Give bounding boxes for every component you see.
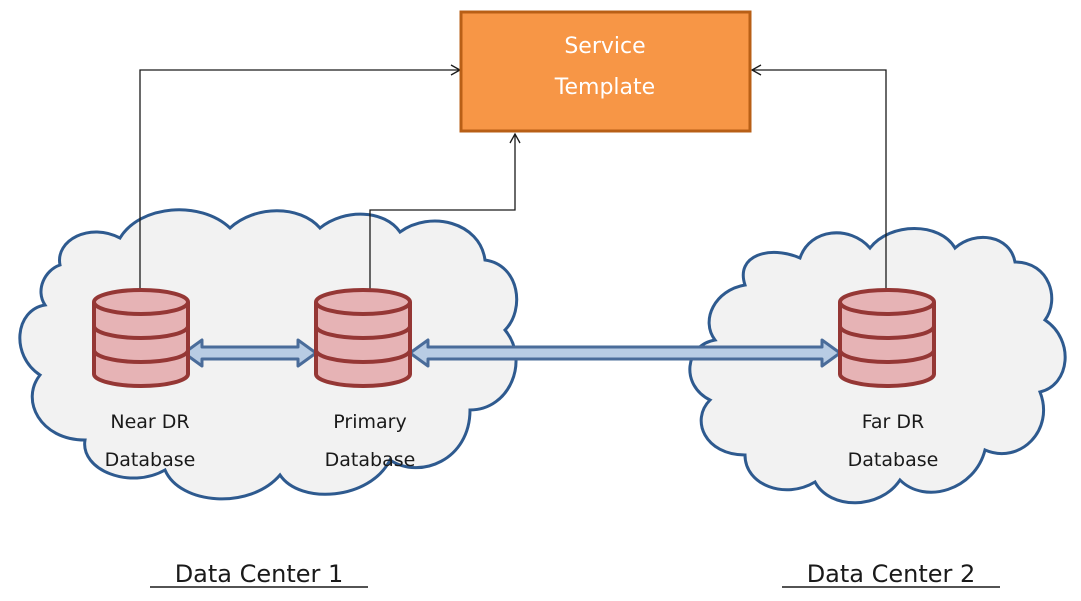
primary-database-icon: [314, 288, 412, 388]
data-center-2-caption: Data Center 2: [782, 560, 1000, 588]
data-center-1-label: Data Center 1: [175, 560, 344, 588]
far-dr-label-line2: Database: [848, 449, 939, 471]
data-center-1-caption: Data Center 1: [150, 560, 368, 588]
primary-label-line2: Database: [325, 449, 416, 471]
service-template-line1: Service: [564, 34, 645, 59]
primary-label-line1: Primary: [333, 411, 406, 433]
near-dr-label-line1: Near DR: [110, 411, 189, 433]
service-template-line2: Template: [554, 75, 655, 100]
connector-far-dr-to-template: [750, 64, 887, 290]
near-dr-database-icon: [92, 288, 190, 388]
far-dr-label-line1: Far DR: [862, 411, 925, 433]
connector-near-dr-to-template: [139, 64, 462, 290]
far-dr-database-icon: [838, 288, 936, 388]
data-center-2-label: Data Center 2: [807, 560, 976, 588]
service-template-box: Service Template: [459, 10, 752, 133]
near-dr-label-line2: Database: [105, 449, 196, 471]
connector-primary-to-template: [369, 132, 521, 290]
